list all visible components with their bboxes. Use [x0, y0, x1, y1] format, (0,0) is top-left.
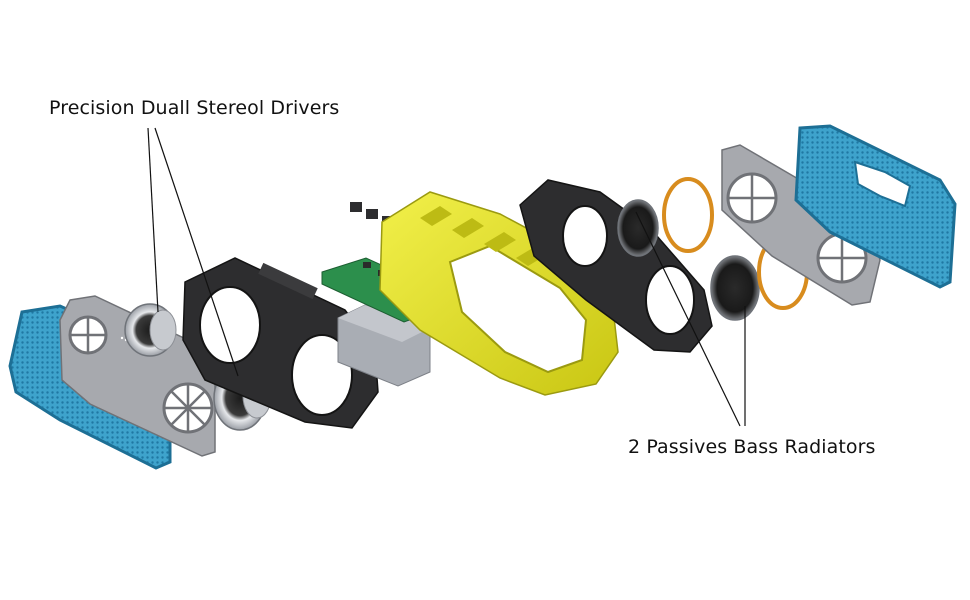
gray-plate-right	[721, 144, 881, 306]
main-housing-yellow	[379, 191, 619, 396]
passive-radiator-icon	[617, 199, 659, 257]
leader-lines	[147, 127, 746, 427]
passive-radiator-icon	[710, 255, 760, 321]
drivers-callout: Precision Duall Stereol Drivers	[49, 97, 340, 119]
rear-housing	[519, 179, 713, 353]
back-grille-right	[794, 124, 957, 289]
radiators-callout: 2 Passives Bass Radiators	[628, 436, 876, 458]
speaker-driver-icon	[124, 303, 177, 357]
gray-plate-left	[59, 295, 216, 457]
battery-icon	[337, 304, 431, 387]
